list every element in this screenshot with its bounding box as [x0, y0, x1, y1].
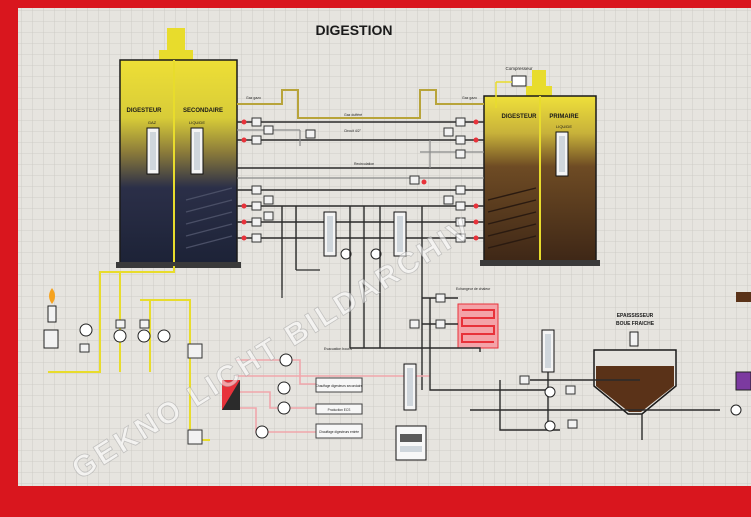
valve-cluster-right[interactable] — [421, 117, 479, 243]
control-box-a[interactable] — [187, 343, 203, 359]
edge-purple-element — [735, 371, 751, 391]
compressor-label: Compresseur — [505, 66, 533, 71]
secondary-digester-tank: DIGESTEUR SECONDAIRE GAZ LIQUIDE — [116, 28, 241, 268]
exchanger-valve-a[interactable] — [435, 293, 446, 303]
pressure-gauges-left — [79, 319, 171, 353]
primary-liquid-gauge-label: LIQUIDE — [556, 124, 572, 129]
counter-display — [395, 425, 427, 461]
thickener-flowmeter — [541, 329, 555, 373]
heater-exchanger — [222, 380, 240, 410]
heating-circuit-pipes — [236, 359, 430, 433]
thickener-label-line2: BOUE FRAICHE — [616, 321, 655, 327]
primary-tank-label-right: PRIMAIRE — [549, 114, 578, 120]
gas-line-left-label: Gaz gazo — [246, 96, 261, 100]
bottom-right-pumps[interactable] — [519, 375, 742, 432]
evac-lines — [281, 269, 320, 298]
control-box-b[interactable] — [187, 429, 203, 445]
mid-top-label-b: Circuit 4/2" — [344, 129, 362, 133]
heat-exchanger — [457, 303, 499, 349]
recirculation-label: Recirculation — [354, 162, 374, 166]
bottom-flowmeter — [403, 363, 417, 411]
pump-label-c: Chauffage digesteurs entrée — [319, 430, 359, 434]
mid-top-label-a: Gaz dufféré — [344, 113, 362, 117]
center-valve-a[interactable] — [305, 129, 316, 139]
evacuation-label: Evacuation boues — [324, 347, 352, 351]
heating-pumps[interactable] — [255, 353, 293, 439]
secondary-tank-label-left: DIGESTEUR — [126, 108, 162, 114]
bottom-right-pipes — [470, 372, 720, 440]
sludge-transfer-pipes — [237, 121, 484, 239]
edge-brown-element — [736, 292, 751, 302]
thickener-label-line1: EPAISSISSEUR — [617, 313, 654, 319]
heating-labels-boxes — [315, 377, 363, 439]
exchanger-valve-b[interactable] — [409, 319, 420, 329]
diagram-title: DIGESTION — [315, 22, 392, 38]
heat-exchanger-label: Echangeur de chaleur — [456, 287, 491, 291]
pump-label-b: Production ECS — [328, 408, 351, 412]
primary-digester-tank: DIGESTEUR PRIMAIRE LIQUIDE — [480, 70, 600, 266]
gas-flare-burner — [43, 288, 59, 349]
valve-cluster-left[interactable] — [241, 117, 274, 243]
gas-pipe-top — [237, 89, 484, 119]
thickener-tank — [593, 331, 677, 415]
pump-label-a: Chauffage digesteurs secondaire — [316, 384, 363, 388]
secondary-tank-label-right: SECONDAIRE — [183, 108, 223, 114]
exchanger-valve-c[interactable] — [435, 319, 446, 329]
compressor-box[interactable] — [511, 75, 527, 87]
secondary-liquid-gauge-label: LIQUIDE — [189, 120, 205, 125]
center-flowmeters — [323, 211, 407, 260]
center-valve-b[interactable] — [409, 175, 420, 185]
gas-line-right-label: Gaz gazo — [462, 96, 477, 100]
primary-tank-label-left: DIGESTEUR — [501, 114, 537, 120]
secondary-gas-gauge-label: GAZ — [148, 120, 157, 125]
